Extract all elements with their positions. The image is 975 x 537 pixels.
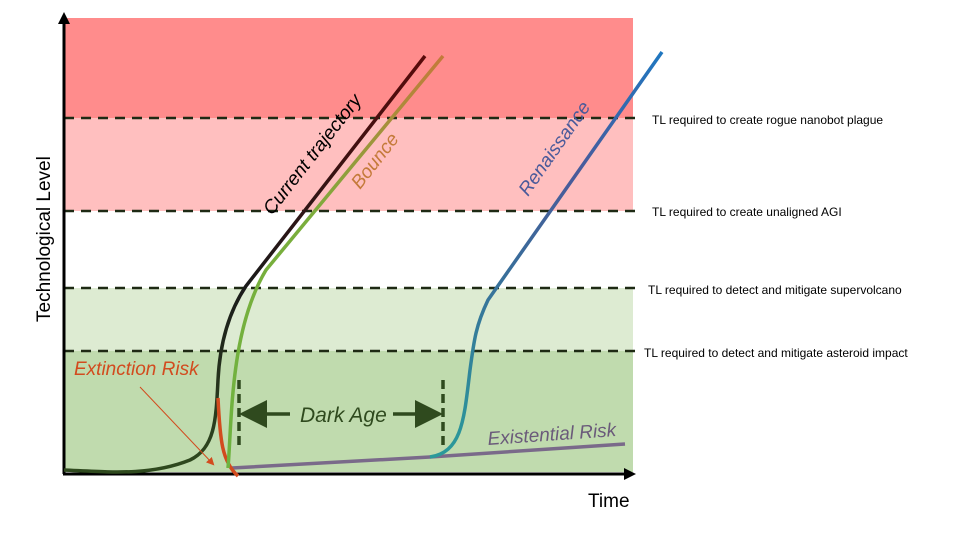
bounce-curve bbox=[226, 54, 445, 469]
x-axis-label: Time bbox=[588, 491, 630, 512]
y-axis-label: Technological Level bbox=[34, 156, 55, 322]
threshold-label-nanobot: TL required to create rogue nanobot plag… bbox=[652, 113, 883, 127]
x-axis-arrow-icon bbox=[624, 468, 636, 480]
band-asteroid bbox=[64, 351, 633, 472]
extinction-curve bbox=[216, 397, 240, 478]
current-trajectory-curve bbox=[63, 54, 427, 474]
y-axis-arrow-icon bbox=[58, 12, 70, 24]
threshold-label-agi: TL required to create unaligned AGI bbox=[652, 205, 842, 219]
band-supervolcano bbox=[64, 288, 633, 351]
extinction-risk-label: Extinction Risk bbox=[74, 359, 200, 380]
extinction-pointer-arrow-icon bbox=[139, 386, 215, 466]
dark-age-label: Dark Age bbox=[300, 404, 387, 427]
threshold-label-asteroid: TL required to detect and mitigate aster… bbox=[644, 346, 908, 360]
threshold-label-supervolcano: TL required to detect and mitigate super… bbox=[648, 283, 902, 297]
renaissance-curve bbox=[429, 50, 664, 459]
band-nanobot bbox=[64, 18, 633, 118]
band-agi bbox=[64, 118, 633, 211]
